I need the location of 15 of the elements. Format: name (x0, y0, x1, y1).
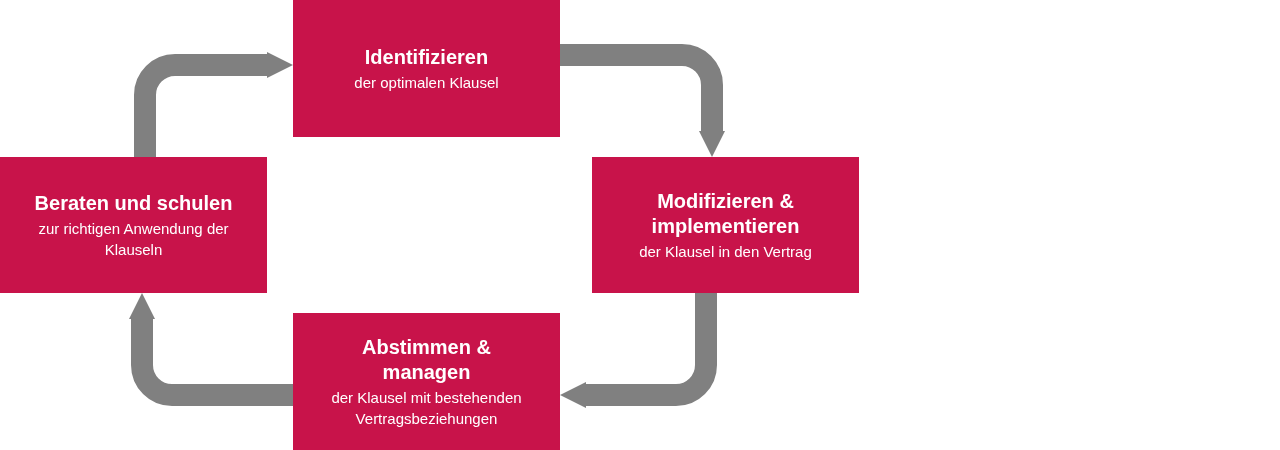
process-box (592, 157, 859, 293)
arrow (560, 44, 725, 157)
process-box (0, 157, 267, 293)
step-title: Modifizieren & implementieren (650, 188, 801, 239)
arrow (560, 293, 717, 408)
step-description: der optimalen Klausel (354, 72, 499, 93)
step-description: der Klausel in den Vertrag (639, 241, 812, 262)
process-box (293, 313, 560, 450)
process-box (293, 0, 560, 137)
step-description: der Klausel mit bestehenden Vertragsbeziehungen (330, 387, 523, 429)
arrow (129, 293, 293, 406)
step-title: Identifizieren (364, 44, 489, 70)
step-title: Beraten und schulen (34, 190, 233, 216)
step-description: zur richtigen Anwendung der Klauseln (37, 218, 230, 260)
step-title: Abstimmen & managen (361, 334, 492, 385)
